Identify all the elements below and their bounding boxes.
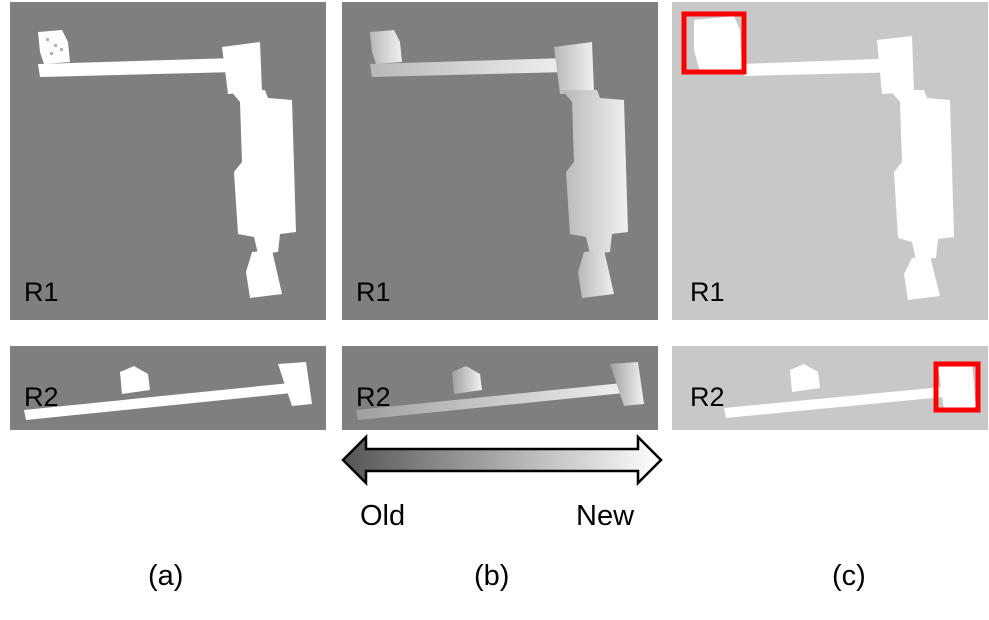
panel-a-r1: R1 <box>10 2 326 320</box>
double-arrow-icon <box>341 434 663 486</box>
floorplan-r2 <box>24 362 312 420</box>
panel-a-r2: R2 <box>10 346 326 430</box>
age-scale-arrow <box>340 434 664 486</box>
floorplan-r2 <box>356 362 644 420</box>
floorplan-r2 <box>724 364 976 418</box>
map-c-r1 <box>672 2 988 320</box>
map-a-r2 <box>10 346 326 430</box>
floorplan-r1 <box>38 30 296 298</box>
panel-c-r2: R2 <box>672 346 988 430</box>
panel-b-r2: R2 <box>342 346 658 430</box>
map-c-r2 <box>672 346 988 430</box>
map-b-r1 <box>342 2 658 320</box>
region-label-r2: R2 <box>356 382 391 412</box>
map-noise <box>46 38 63 55</box>
map-b-r2 <box>342 346 658 430</box>
floorplan-r1 <box>370 30 628 298</box>
caption-a: (a) <box>148 560 184 592</box>
panel-c-r1: R1 <box>672 2 988 320</box>
region-label-r2: R2 <box>24 382 59 412</box>
panel-b-r1: R1 <box>342 2 658 320</box>
region-label-r1: R1 <box>24 277 59 307</box>
caption-b: (b) <box>474 560 510 592</box>
floorplan-r1 <box>694 16 954 300</box>
caption-c: (c) <box>832 560 866 592</box>
scale-label-new: New <box>576 500 635 532</box>
highlight-box <box>933 361 981 413</box>
highlight-box <box>681 11 747 75</box>
map-a-r1 <box>10 2 326 320</box>
region-label-r2: R2 <box>690 382 725 412</box>
scale-label-old: Old <box>360 500 406 532</box>
region-label-r1: R1 <box>356 277 391 307</box>
region-label-r1: R1 <box>690 277 725 307</box>
